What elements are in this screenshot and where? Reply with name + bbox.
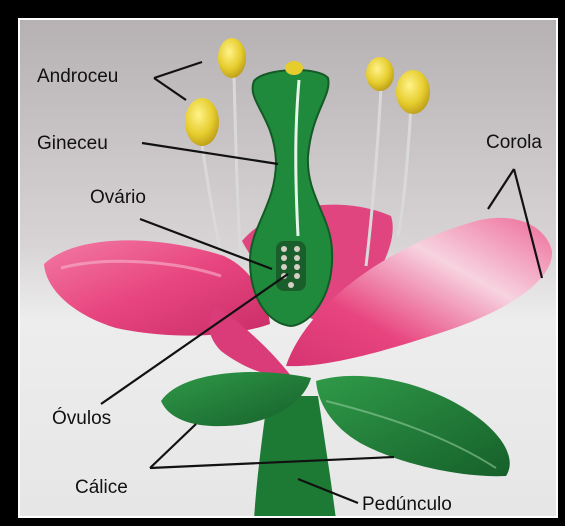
anther <box>185 98 219 146</box>
label-androceu: Androceu <box>37 66 118 87</box>
flower-model-photo: Androceu Gineceu Ovário Corola Óvulos Cá… <box>18 18 558 518</box>
label-calice: Cálice <box>75 477 128 498</box>
flower-diagram: Androceu Gineceu Ovário Corola Óvulos Cá… <box>20 20 558 518</box>
label-gineceu: Gineceu <box>37 133 108 154</box>
anther <box>218 38 246 78</box>
anther <box>366 57 394 91</box>
anther <box>396 70 430 114</box>
label-ovario: Ovário <box>90 187 146 208</box>
anther <box>285 61 303 75</box>
label-pedunculo: Pedúnculo <box>362 494 452 515</box>
label-ovulos: Óvulos <box>52 407 111 429</box>
label-corola: Corola <box>486 132 542 153</box>
